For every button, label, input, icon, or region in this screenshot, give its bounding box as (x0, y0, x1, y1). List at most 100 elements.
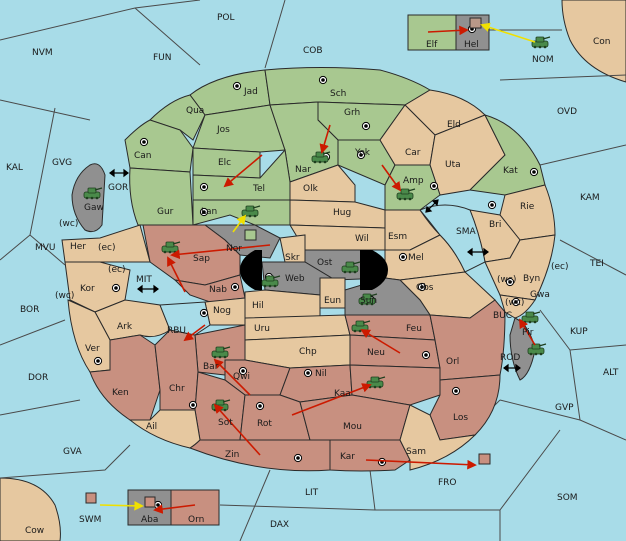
sea-rbu-channel (159, 301, 211, 336)
province-label-ver: Ver (85, 344, 100, 354)
order-arrows (99, 22, 536, 514)
province-label-rot: Rot (257, 419, 272, 429)
coast-label-byn-wc: (wc) (497, 275, 516, 285)
province-label-grh: Grh (344, 108, 360, 118)
sea-sma-channel (419, 204, 486, 273)
province-kaa[interactable] (349, 364, 441, 406)
province-label-jos: Jos (216, 125, 230, 135)
province-label-sam: Sam (406, 447, 426, 457)
province-label-web: Web (285, 274, 305, 284)
province-label-ail: Ail (146, 422, 157, 432)
sea-label-kal: KAL (6, 163, 23, 173)
province-label-ost: Ost (317, 258, 333, 268)
province-label-her: Her (70, 242, 86, 252)
province-label-los: Los (453, 413, 468, 423)
swm-flag-icon (85, 492, 97, 504)
coast-label-gwa-wc: (wc) (505, 298, 524, 308)
nor-flag-icon (244, 229, 257, 241)
province-label-nog: Nog (213, 306, 231, 316)
province-label-yok: Yok (354, 148, 371, 158)
province-label-mel: Mel (408, 253, 424, 263)
sea-label-gvp: GVP (555, 403, 574, 413)
sea-label-kup: KUP (570, 327, 588, 337)
province-label-obs: Obs (416, 283, 434, 293)
hel-flag-icon (469, 17, 482, 29)
sea-label-ovd: OVD (557, 107, 577, 117)
province-label-tel: Tel (252, 184, 265, 194)
sea-labels: POL NVM FUN COB Con NOM OVD KAL GVG GOR … (6, 13, 619, 536)
province-label-gwa: Gwa (530, 290, 550, 300)
province-label-feu: Feu (406, 324, 422, 334)
coast-label-kor-ec: (ec) (108, 265, 126, 275)
province-labels: Elf Hel Jad Sch Qua Jos Grh Eld Can Nar … (70, 40, 550, 525)
province-qua[interactable] (149, 94, 206, 141)
sea-label-sma: SMA (456, 227, 476, 237)
province-label-nor: Nor (226, 244, 242, 254)
sea-label-gor: GOR (108, 183, 128, 193)
province-mou[interactable] (299, 394, 411, 441)
aba-flag-icon (144, 496, 156, 508)
sea-label-dor: DOR (28, 373, 48, 383)
province-label-hug: Hug (333, 208, 351, 218)
sea-label-gvg: GVG (52, 158, 72, 168)
province-con[interactable] (561, 0, 626, 83)
province-label-pir: Pir (522, 328, 534, 338)
province-sam[interactable] (399, 404, 477, 471)
province-label-sap: Sap (193, 254, 210, 264)
province-label-kar: Kar (340, 452, 355, 462)
province-label-bar: Bar (203, 362, 219, 372)
coast-label-kor-wc: (wc) (55, 291, 74, 301)
province-label-sot: Sot (218, 418, 233, 428)
sea-label-swm: SWM (79, 515, 101, 525)
province-label-uru: Uru (254, 324, 270, 334)
coast-label-her-ec: (ec) (98, 243, 116, 253)
province-label-skr: Skr (285, 253, 300, 263)
province-kat[interactable] (468, 114, 546, 196)
province-olk[interactable] (289, 164, 356, 203)
sea-label-fro: FRO (438, 478, 457, 488)
province-label-hel: Hel (464, 40, 479, 50)
sea-label-tei: TEI (589, 259, 604, 269)
province-label-kaa: Kaa (334, 389, 351, 399)
province-label-uta: Uta (445, 160, 461, 170)
province-label-orn: Orn (188, 515, 204, 525)
sea-label-bor: BOR (20, 305, 39, 315)
fro-flag-icon (478, 453, 491, 465)
province-label-mou: Mou (343, 422, 362, 432)
province-kar[interactable] (329, 439, 411, 472)
sea-label-rod: ROD (500, 353, 520, 363)
province-label-kat: Kat (503, 166, 518, 176)
province-label-can: Can (134, 151, 152, 161)
coast-label-byn-ec: (ec) (551, 262, 569, 272)
sea-label-buc: BUC (493, 311, 512, 321)
strait-markers (109, 168, 521, 373)
coast-labels: (wc) (ec) (ec) (wc) (wc) (ec) (wc) (55, 219, 569, 308)
sea-label-rbu: RBU (167, 326, 186, 336)
province-label-elc: Elc (218, 158, 231, 168)
province-label-qua: Qua (186, 106, 204, 116)
province-ken[interactable] (89, 334, 161, 421)
sea-label-cow: Cow (25, 526, 44, 536)
province-label-sun: Sun (360, 296, 377, 306)
sea-label-mit: MIT (136, 275, 152, 285)
province-jos[interactable] (192, 104, 286, 153)
province-label-gur: Gur (157, 207, 174, 217)
province-label-ken: Ken (112, 388, 129, 398)
province-label-neu: Neu (367, 348, 385, 358)
province-can[interactable] (124, 119, 194, 173)
province-label-orl: Orl (446, 357, 459, 367)
province-label-byn: Byn (523, 274, 540, 284)
sea-label-mvu: MVU (35, 243, 56, 253)
province-cow[interactable] (0, 477, 61, 541)
sea-label-pol: POL (217, 13, 235, 23)
central-region (61, 163, 556, 472)
province-label-olk: Olk (303, 184, 319, 194)
province-label-kor: Kor (80, 284, 95, 294)
province-label-sch: Sch (330, 89, 346, 99)
province-chr[interactable] (154, 329, 199, 411)
sea-label-lit: LIT (305, 488, 319, 498)
sea-label-alt: ALT (603, 368, 619, 378)
province-label-eld: Eld (447, 120, 461, 130)
